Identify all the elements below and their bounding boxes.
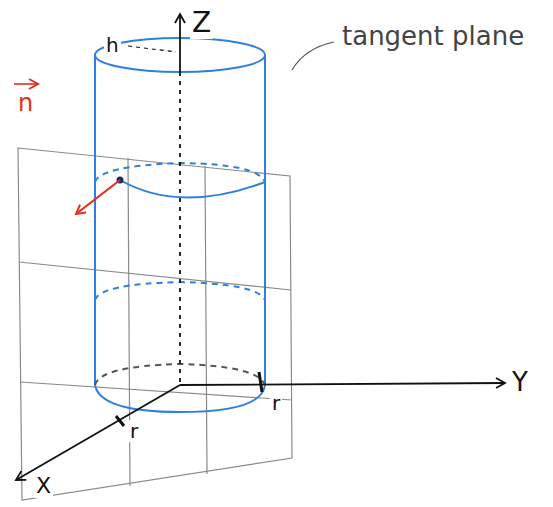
cylinder-outline (95, 38, 265, 412)
dimension-label: r (270, 392, 282, 414)
vector-label: n (16, 90, 35, 116)
axis-label: X (34, 474, 53, 498)
tangent-plane (18, 148, 292, 500)
leader-line (292, 42, 334, 70)
axis-label: Y (510, 368, 530, 397)
normal-vector (76, 180, 120, 214)
dimension-label: r (128, 420, 140, 442)
axis-label: Z (190, 8, 213, 39)
vector-accent (14, 83, 38, 85)
dimension-label: h (104, 34, 121, 56)
axes (16, 14, 505, 480)
callout-label: tangent plane (340, 22, 526, 51)
